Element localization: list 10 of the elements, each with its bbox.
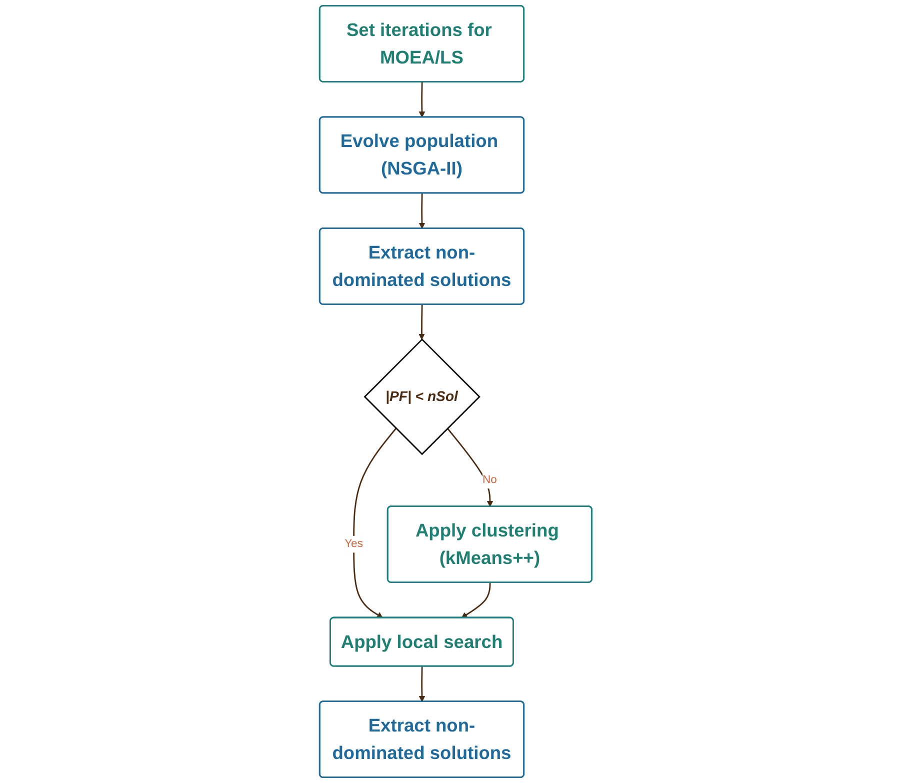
edge-label: No: [482, 474, 498, 486]
arrow: [418, 304, 426, 340]
arrow: [419, 666, 426, 702]
arrow: [353, 428, 397, 618]
arrow: [447, 428, 494, 507]
arrow: [419, 82, 426, 118]
node-diamond: |PF| < nSol: [364, 338, 481, 456]
arrow: [462, 582, 492, 618]
arrow: [419, 193, 426, 229]
edge-label: Yes: [344, 538, 364, 550]
